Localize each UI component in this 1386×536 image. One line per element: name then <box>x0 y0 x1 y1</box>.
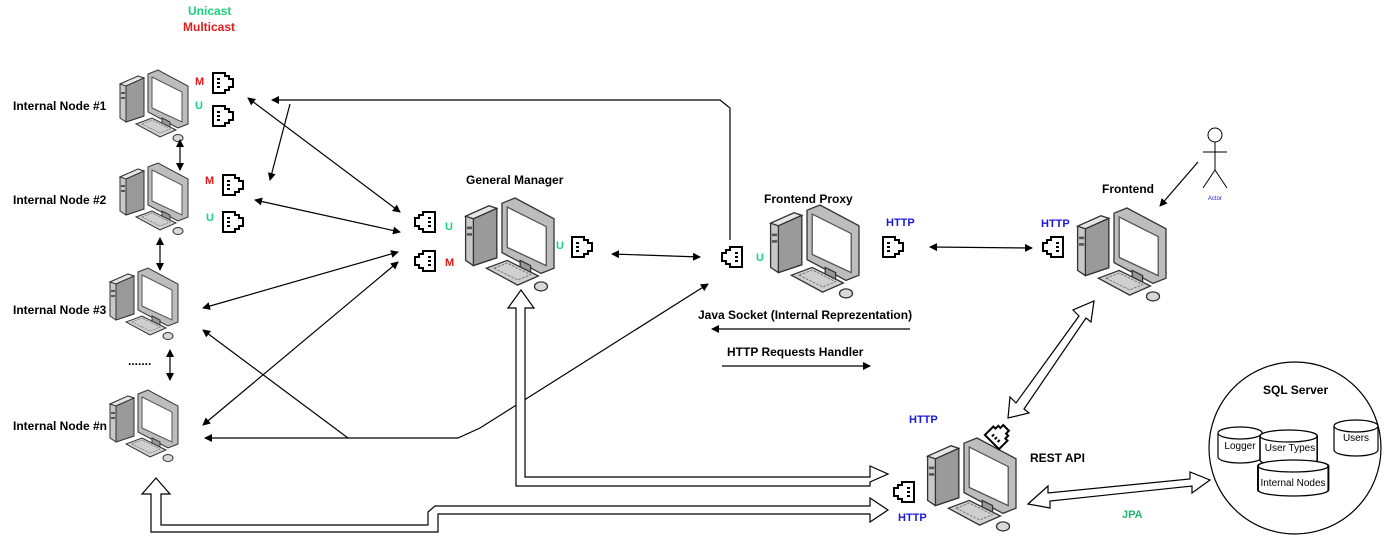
gm-unicast-in-port-icon <box>414 211 436 233</box>
rest-api-top-http-tag: HTTP <box>909 414 938 426</box>
node1-gm-arrow <box>247 97 401 213</box>
node2-gm-arrow <box>254 197 401 235</box>
internal-node-3-computer <box>109 267 179 340</box>
proxy-unicast-port-icon <box>721 246 743 268</box>
proxy-frontend-arrow <box>929 243 1033 252</box>
frontend-http-tag: HTTP <box>1041 218 1070 230</box>
http-handler-label: HTTP Requests Handler <box>727 345 864 359</box>
internal-nodes-label: Internal Nodes <box>1260 478 1325 489</box>
gm-unicast-out-port-icon <box>571 236 593 258</box>
legend-unicast: Unicast <box>188 4 232 18</box>
noden-gm-arrow <box>202 261 399 426</box>
proxy-http-port-icon <box>882 236 904 258</box>
gm-u-in-tag: U <box>445 221 453 233</box>
internal-node-1-computer <box>119 69 189 142</box>
ellipsis-label: ....... <box>128 354 152 368</box>
rest-api-bottom-http-tag: HTTP <box>898 512 927 524</box>
gm-proxy-arrow <box>611 250 701 261</box>
node2-m-tag: M <box>205 175 215 187</box>
connection-arrows <box>156 96 1199 442</box>
gm-restapi-hollow-arrow <box>506 288 890 487</box>
internal-node-1-label: Internal Node #1 <box>13 99 107 113</box>
gm-multicast-in-port-icon <box>414 250 436 272</box>
logger-label: Logger <box>1224 441 1256 452</box>
node3-gm-arrow <box>202 250 399 310</box>
node2-unicast-port-icon <box>222 211 244 233</box>
node1-u-tag: U <box>195 100 203 112</box>
actor-icon <box>1202 127 1228 189</box>
node2-u-tag: U <box>206 212 214 224</box>
frontend-http-port-icon <box>1042 236 1064 258</box>
hollow-arrows <box>140 288 1212 533</box>
users-label: Users <box>1343 433 1369 444</box>
restapi-frontend-hollow-arrow <box>1007 300 1095 419</box>
noden-cross-node3-arrow <box>202 329 349 439</box>
proxy-noden-arrow <box>204 283 709 442</box>
rest-api-left-http-port-icon <box>893 481 915 503</box>
frontend-proxy-computer <box>769 204 860 299</box>
node1-m-tag: M <box>195 76 205 88</box>
internal-node-n-computer <box>109 389 179 462</box>
java-socket-label: Java Socket (Internal Reprezentation) <box>698 308 913 322</box>
actor-label: Actor <box>1208 196 1222 202</box>
internal-node-n-label: Internal Node #n <box>13 419 108 433</box>
internal-node-3-label: Internal Node #3 <box>13 303 107 317</box>
node2-multicast-port-icon <box>222 174 244 196</box>
rest-api-computer <box>926 437 1017 532</box>
node1-unicast-port-icon <box>212 105 234 127</box>
jpa-label: JPA <box>1122 509 1143 521</box>
frontend-computer <box>1076 207 1167 302</box>
node1-multicast-port-icon <box>212 72 234 94</box>
frontend-label: Frontend <box>1102 182 1154 196</box>
proxy-u-tag: U <box>756 252 764 264</box>
restapi-sql-hollow-arrow <box>1026 471 1212 509</box>
internal-node-2-label: Internal Node #2 <box>13 193 107 207</box>
proxy-node1-arrow <box>271 96 731 240</box>
cross-to-node2-arrow <box>267 103 291 181</box>
sql-server-label: SQL Server <box>1263 383 1329 397</box>
proxy-http-tag: HTTP <box>886 217 915 229</box>
noden-restapi-hollow-arrow <box>140 477 890 533</box>
frontend-proxy-label: Frontend Proxy <box>764 192 853 206</box>
sql-server-cluster <box>1208 361 1382 535</box>
user-types-label: User Types <box>1265 443 1315 454</box>
gm-u-out-tag: U <box>556 240 564 252</box>
legend-multicast: Multicast <box>183 20 236 34</box>
actor-frontend-arrow <box>1159 161 1199 207</box>
general-manager-label: General Manager <box>466 173 564 187</box>
rest-api-label: REST API <box>1030 451 1085 465</box>
internal-node-2-computer <box>119 162 189 235</box>
general-manager-computer <box>464 197 555 292</box>
gm-m-in-tag: M <box>445 257 455 269</box>
